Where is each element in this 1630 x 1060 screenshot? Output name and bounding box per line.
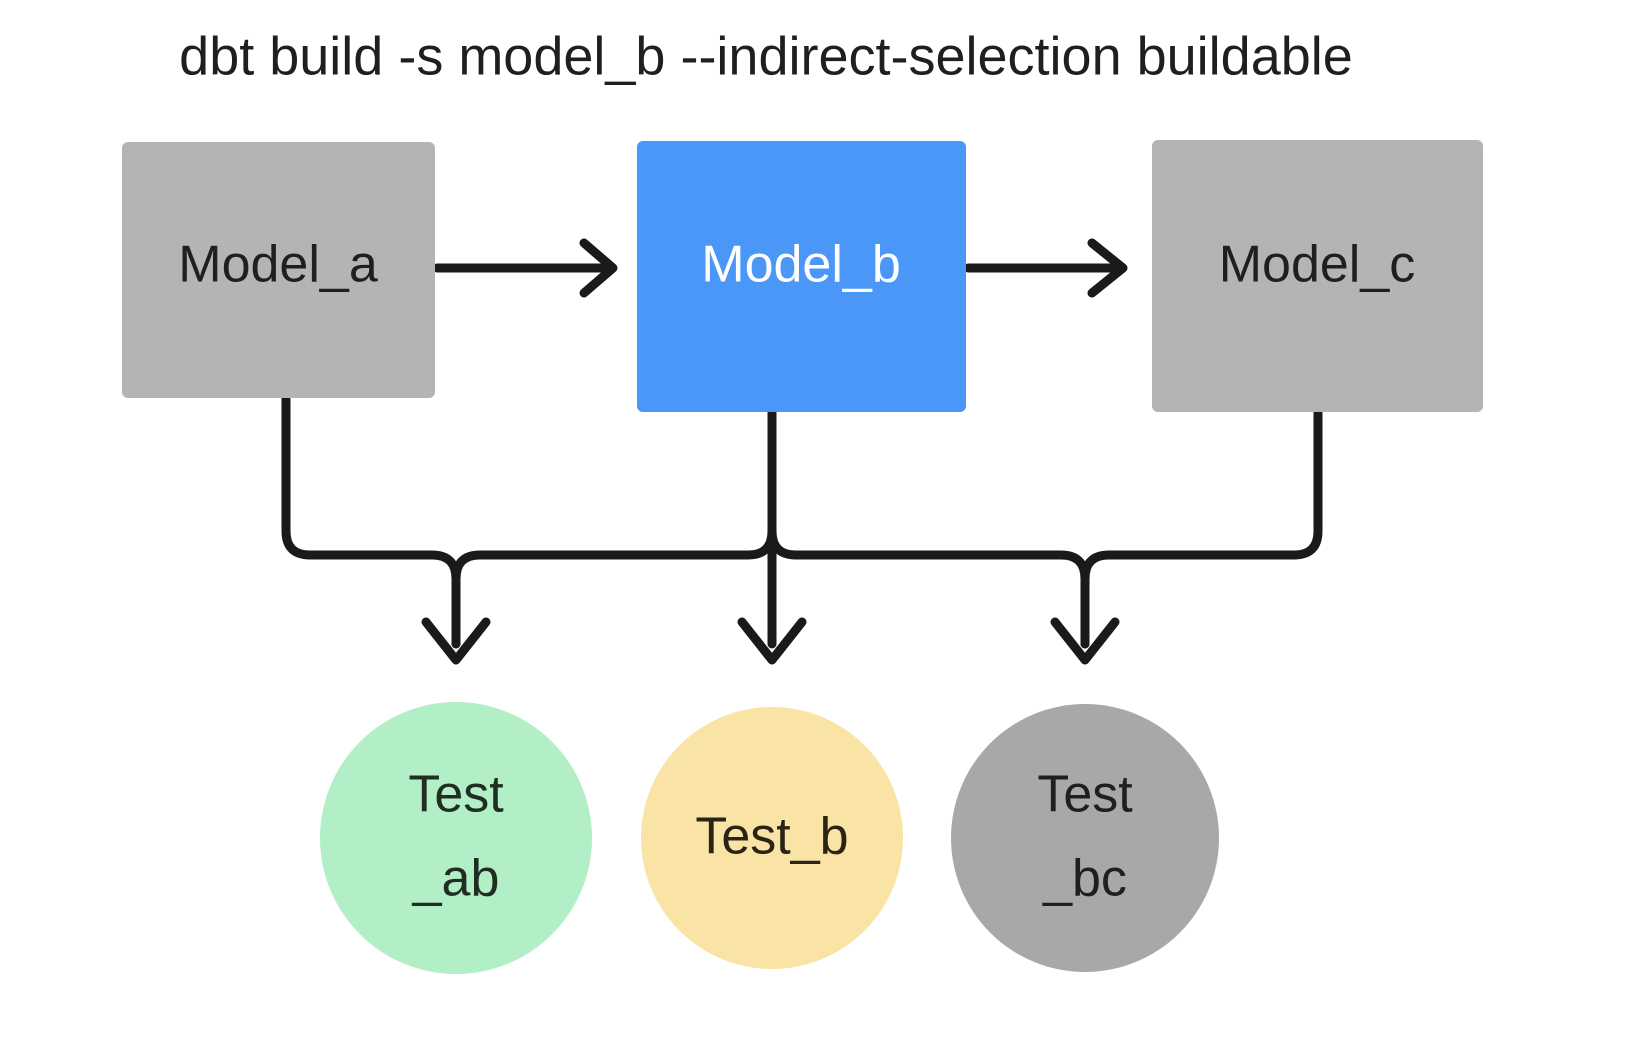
node-model-a[interactable]: Model_a [122,142,435,398]
arrowhead-model-b-left [579,238,618,298]
node-test-b[interactable]: Test_b [641,707,903,969]
node-test-b-shape[interactable] [641,707,903,969]
edge-model-c-to-test-bc [1080,408,1323,649]
edge-model-a-to-test-ab [281,394,461,649]
node-model-a-label: Model_a [178,236,378,294]
node-model-c-shape[interactable] [1152,140,1483,412]
edge-model-b-to-test-bc [767,408,1090,649]
node-test-ab-label-line2: _ab [412,850,500,908]
arrowhead-test-b [737,617,807,665]
node-model-b-shape[interactable] [637,141,966,412]
test-nodes-layer: Test _ab Test_b Test _bc [320,702,1219,974]
arrowhead-test-ab [421,617,491,665]
arrowhead-model-c-left [1087,238,1128,298]
node-model-a-shape[interactable] [122,142,435,398]
node-test-bc-label-line2: _bc [1042,850,1127,908]
node-model-c-label: Model_c [1219,236,1416,294]
page-title: dbt build -s model_b --indirect-selectio… [179,26,1353,86]
node-model-c[interactable]: Model_c [1152,140,1483,412]
arrowhead-test-bc [1050,617,1120,665]
node-model-b-label: Model_b [701,236,900,294]
edge-model-b-to-test-ab [451,408,777,649]
model-nodes-layer: Model_a Model_b Model_c [122,140,1483,412]
node-test-ab-label-line1: Test [408,766,504,824]
node-test-bc-shape[interactable] [951,704,1219,972]
node-test-b-label-line1: Test_b [695,808,848,866]
edges-layer [281,238,1323,665]
node-model-b[interactable]: Model_b [637,141,966,412]
node-test-bc-label-line1: Test [1037,766,1133,824]
node-test-ab-shape[interactable] [320,702,592,974]
node-test-ab[interactable]: Test _ab [320,702,592,974]
node-test-bc[interactable]: Test _bc [951,704,1219,972]
